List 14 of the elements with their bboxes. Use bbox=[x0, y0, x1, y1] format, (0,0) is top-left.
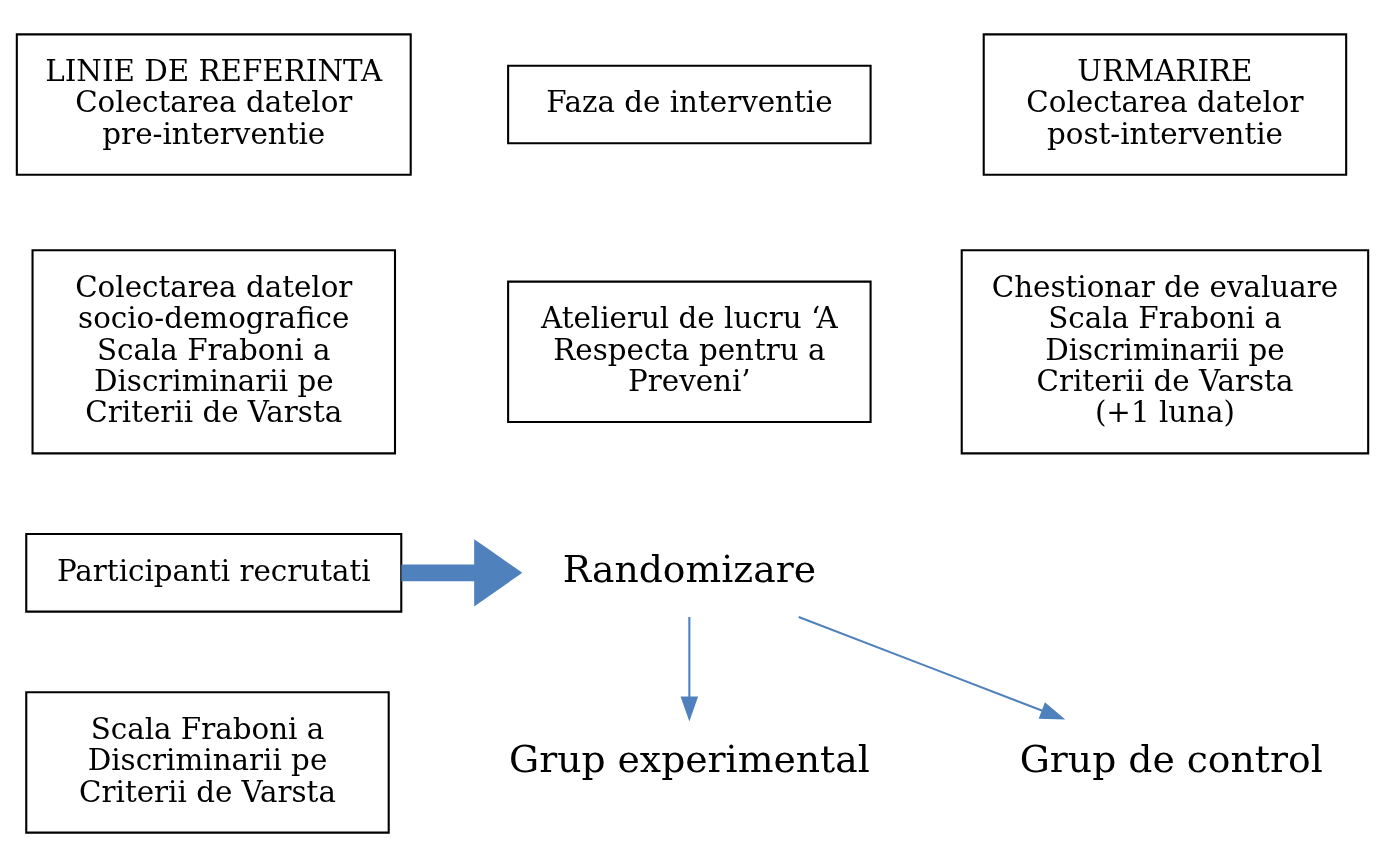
node-box: Participanti recrutati bbox=[25, 532, 403, 613]
node-text: Grup de control bbox=[1019, 736, 1323, 781]
node-text: Randomizare bbox=[562, 546, 817, 591]
node-text: Grup experimental bbox=[509, 736, 870, 781]
node-box: Scala Fraboni a Discriminarii pe Criterii de Varsta bbox=[25, 690, 390, 834]
node-box: LINIE DE REFERINTA Colectarea datelor pre-interventie bbox=[15, 32, 412, 176]
node-box: Colectarea datelor socio-demografice Scala Fraboni a Discriminarii pe Criterii de Varsta bbox=[31, 248, 397, 454]
node-box: Atelierul de lucru ‘A Respecta pentru a Preveni’ bbox=[507, 280, 872, 423]
arrow bbox=[680, 616, 699, 722]
arrow bbox=[401, 538, 523, 606]
node-box: URMARIRE Colectarea datelor post-interventie bbox=[982, 32, 1348, 176]
node-box: Chestionar de evaluare Scala Fraboni a Discriminarii pe Criterii de Varsta (+1 luna) bbox=[960, 248, 1370, 454]
node-box: Faza de interventie bbox=[507, 64, 872, 144]
arrow bbox=[798, 615, 1066, 720]
